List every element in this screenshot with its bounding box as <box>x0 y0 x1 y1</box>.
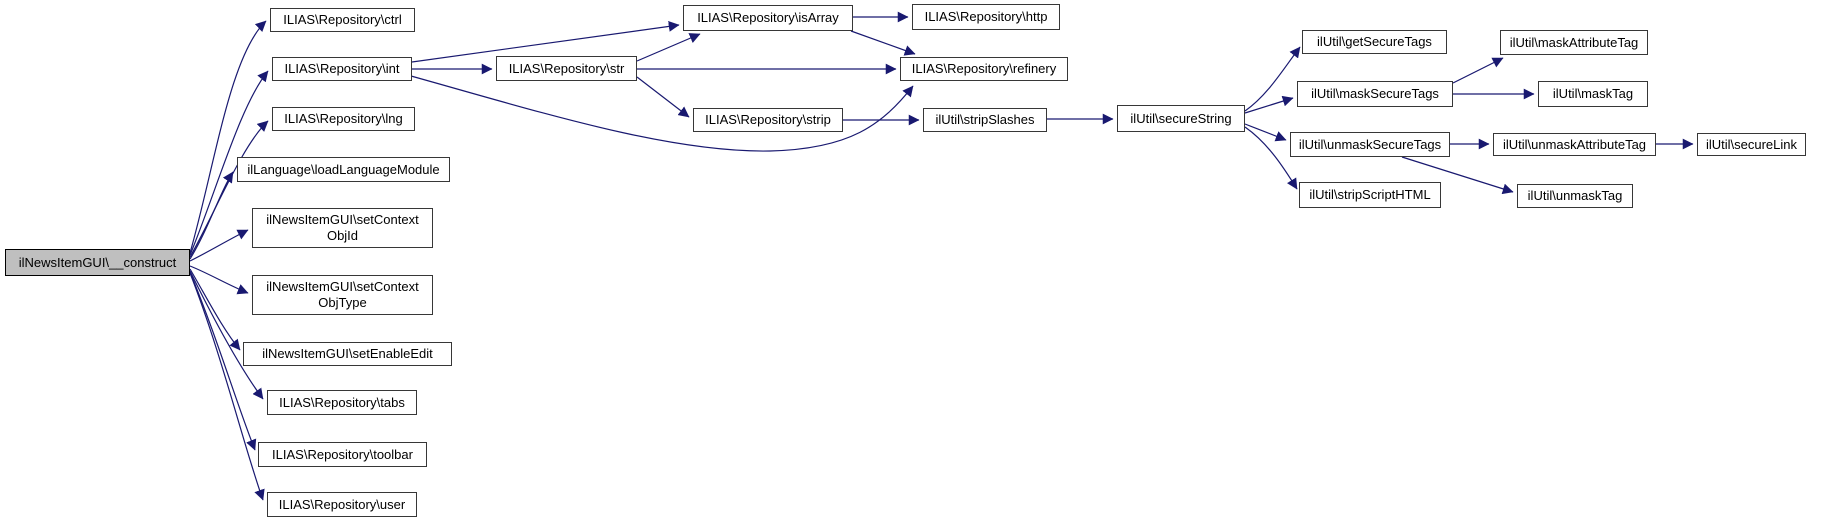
edge-secureString-getSecureTags <box>1244 46 1301 112</box>
node-label: ILIAS\Repository\ctrl <box>283 12 402 28</box>
edge-construct-setContextObjId <box>189 229 249 262</box>
node-label: ILIAS\Repository\http <box>924 9 1048 25</box>
node-label: ILIAS\Repository\int <box>284 61 400 77</box>
node-ilnewsitemgui-setcontextobjid[interactable]: ilNewsItemGUI\setContext ObjId <box>252 208 433 248</box>
node-label-line2: ObjId <box>326 228 359 243</box>
node-label: ILIAS\Repository\lng <box>284 111 403 127</box>
node-ilias-repository-tabs[interactable]: ILIAS\Repository\tabs <box>267 390 417 415</box>
edge-maskSecureTags-maskAttributeTag <box>1452 57 1504 84</box>
node-ilias-repository-user[interactable]: ILIAS\Repository\user <box>267 492 417 517</box>
node-label-line1: ilNewsItemGUI\setContext <box>266 279 419 295</box>
node-label: ilUtil\maskTag <box>1552 86 1634 102</box>
node-ilias-repository-http[interactable]: ILIAS\Repository\http <box>912 4 1060 30</box>
edge-secureString-unmaskSecureTags <box>1244 123 1287 142</box>
node-label-line1: ilNewsItemGUI\setContext <box>266 212 419 228</box>
node-illanguage-loadlanguagemodule[interactable]: ilLanguage\loadLanguageModule <box>237 157 450 182</box>
node-label: ilUtil\maskAttributeTag <box>1509 34 1639 50</box>
node-ilias-repository-strip[interactable]: ILIAS\Repository\strip <box>693 108 843 132</box>
node-label: ILIAS\Repository\refinery <box>911 61 1057 77</box>
node-label: ilUtil\getSecureTags <box>1317 34 1432 50</box>
node-ilias-repository-int[interactable]: ILIAS\Repository\int <box>272 57 412 81</box>
node-ilias-repository-lng[interactable]: ILIAS\Repository\lng <box>272 107 415 131</box>
node-label: ilUtil\stripSlashes <box>935 112 1035 128</box>
node-ilias-repository-str[interactable]: ILIAS\Repository\str <box>496 56 637 81</box>
node-label: ilUtil\stripScriptHTML <box>1309 187 1431 203</box>
node-ilutil-unmaskattributetag[interactable]: ilUtil\unmaskAttributeTag <box>1493 133 1656 156</box>
node-label: ilUtil\maskSecureTags <box>1311 86 1439 102</box>
node-ilias-repository-isarray[interactable]: ILIAS\Repository\isArray <box>683 5 853 31</box>
node-ilias-repository-toolbar[interactable]: ILIAS\Repository\toolbar <box>258 442 427 467</box>
edge-str-strip <box>636 76 690 118</box>
node-ilias-repository-ctrl[interactable]: ILIAS\Repository\ctrl <box>270 8 415 32</box>
node-label: ilNewsItemGUI\__construct <box>18 254 177 270</box>
edge-construct-setEnableEdit <box>189 268 241 351</box>
node-label: ILIAS\Repository\tabs <box>279 394 405 410</box>
node-ilutil-unmasktag[interactable]: ilUtil\unmaskTag <box>1517 184 1633 208</box>
node-ilutil-getsecuretags[interactable]: ilUtil\getSecureTags <box>1302 30 1447 54</box>
node-ilias-repository-refinery[interactable]: ILIAS\Repository\refinery <box>900 57 1068 81</box>
node-label: ilUtil\unmaskSecureTags <box>1298 136 1442 152</box>
edge-str-isArray <box>636 33 701 62</box>
edge-construct-loadLanguageModule <box>189 171 234 260</box>
node-ilutil-maskattributetag[interactable]: ilUtil\maskAttributeTag <box>1500 30 1648 55</box>
node-ilutil-stripslashes[interactable]: ilUtil\stripSlashes <box>923 108 1047 132</box>
node-ilnewsitemgui-construct: ilNewsItemGUI\__construct <box>5 249 190 276</box>
node-label: ilUtil\unmaskTag <box>1527 188 1623 204</box>
node-ilnewsitemgui-setcontextobjtype[interactable]: ilNewsItemGUI\setContext ObjType <box>252 275 433 315</box>
node-label: ILIAS\Repository\user <box>278 496 406 512</box>
node-label: ilUtil\secureString <box>1130 110 1232 126</box>
node-label-line2: ObjType <box>318 295 367 310</box>
node-label: ilUtil\secureLink <box>1705 136 1798 152</box>
node-label: ILIAS\Repository\strip <box>705 112 831 128</box>
node-label: ILIAS\Repository\toolbar <box>272 446 413 462</box>
edge-secureString-maskSecureTags <box>1244 95 1294 114</box>
node-ilutil-masksecuretags[interactable]: ilUtil\maskSecureTags <box>1297 81 1453 107</box>
node-label: ilLanguage\loadLanguageModule <box>247 161 440 177</box>
node-ilutil-securelink[interactable]: ilUtil\secureLink <box>1697 133 1806 156</box>
node-ilnewsitemgui-setenableedit[interactable]: ilNewsItemGUI\setEnableEdit <box>243 342 452 366</box>
node-ilutil-stripscripthtml[interactable]: ilUtil\stripScriptHTML <box>1299 182 1441 208</box>
edge-isArray-refinery <box>850 30 916 56</box>
node-ilutil-unmasksecuretags[interactable]: ilUtil\unmaskSecureTags <box>1290 132 1450 157</box>
node-label: ILIAS\Repository\str <box>508 60 625 76</box>
node-label: ilNewsItemGUI\setEnableEdit <box>262 346 433 362</box>
node-ilutil-securestring[interactable]: ilUtil\secureString <box>1117 105 1245 132</box>
edge-construct-setContextObjType <box>189 265 249 295</box>
node-ilutil-masktag[interactable]: ilUtil\maskTag <box>1538 81 1648 107</box>
node-label: ILIAS\Repository\isArray <box>697 10 839 26</box>
node-label: ilUtil\unmaskAttributeTag <box>1502 136 1647 152</box>
